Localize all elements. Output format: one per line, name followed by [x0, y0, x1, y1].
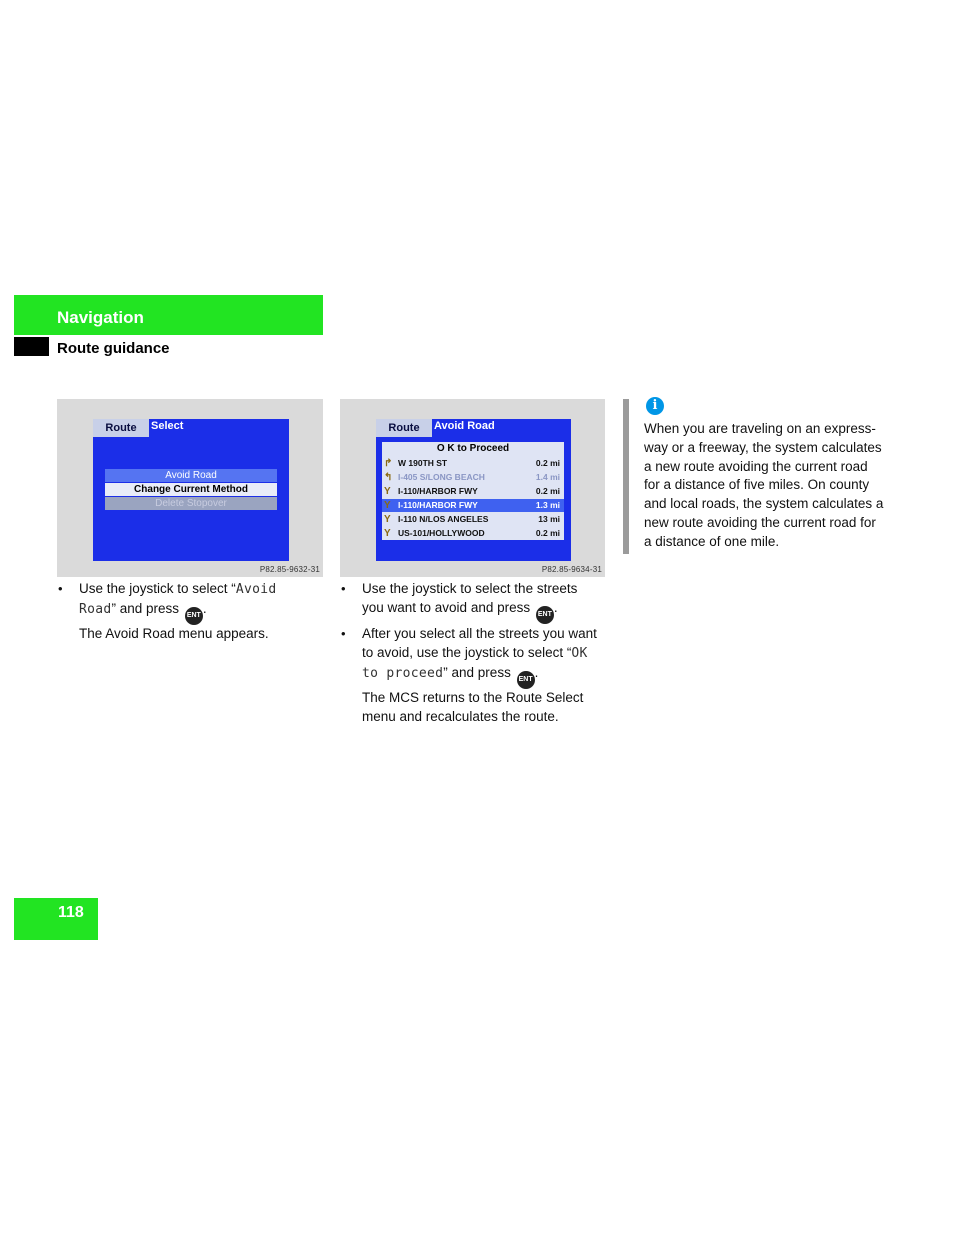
- fork-arrow-icon: Y: [384, 514, 391, 525]
- instruction-result: The Avoid Road menu appears.: [79, 626, 269, 641]
- menu-item-change-method: Change Current Method: [105, 483, 277, 496]
- tab-select: Select: [151, 420, 184, 432]
- info-side-bar: [623, 399, 629, 554]
- tab-route: Route: [93, 419, 149, 437]
- instruction-result: The MCS returns to the Route Select menu…: [362, 690, 584, 724]
- figure-code: P82.85-9634-31: [541, 565, 602, 574]
- ent-button-icon: ENT: [184, 607, 203, 625]
- screen-figure-route-select: Route Select Avoid Road Change Current M…: [57, 399, 323, 577]
- bullet: •: [341, 581, 346, 596]
- list-item: ↰ I-405 S/LONG BEACH 1.4 mi: [384, 472, 560, 483]
- ent-button-icon: ENT: [516, 671, 535, 689]
- instruction-step: After you select all the streets you wan…: [362, 624, 612, 689]
- page-number-box: 118: [14, 898, 98, 940]
- list-item: Y US-101/HOLLYWOOD 0.2 mi: [384, 528, 560, 539]
- bullet: •: [58, 581, 63, 596]
- list-item: Y I-110/HARBOR FWY 0.2 mi: [384, 486, 560, 497]
- route-select-menu: Avoid Road Change Current Method Delete …: [105, 469, 277, 511]
- tab-route: Route: [376, 419, 432, 437]
- menu-item-delete-stopover: Delete Stopover: [105, 497, 277, 510]
- list-item: ↱ W 190TH ST 0.2 mi: [384, 458, 560, 469]
- tab-row: Route Select: [93, 419, 289, 437]
- display-screen: Route Select Avoid Road Change Current M…: [93, 419, 289, 561]
- list-item: Y I-110 N/LOS ANGELES 13 mi: [384, 514, 560, 525]
- display-screen: Route Avoid Road O K to Proceed ↱ W 190T…: [376, 419, 571, 561]
- fork-arrow-icon: Y: [384, 500, 391, 511]
- menu-item-avoid-road: Avoid Road: [105, 469, 277, 482]
- info-note: When you are traveling on an express- wa…: [644, 421, 884, 549]
- list-item-highlighted: Y I-110/HARBOR FWY 1.3 mi: [382, 499, 564, 512]
- avoid-road-list: O K to Proceed ↱ W 190TH ST 0.2 mi ↰ I-4…: [382, 442, 564, 540]
- instruction-step: Use the joystick to select “Avoid Road” …: [79, 579, 314, 625]
- subsection-title: Route guidance: [57, 340, 170, 357]
- turn-arrow-icon: ↱: [384, 458, 393, 469]
- page-number: 118: [58, 904, 84, 921]
- screen-figure-avoid-road: Route Avoid Road O K to Proceed ↱ W 190T…: [340, 399, 605, 577]
- subsection-marker: [14, 337, 49, 356]
- fork-arrow-icon: Y: [384, 486, 391, 497]
- section-header-bar: Navigation: [14, 295, 323, 335]
- tab-avoid-road: Avoid Road: [434, 420, 495, 432]
- ent-button-icon: ENT: [535, 606, 554, 624]
- figure-code: P82.85-9632-31: [259, 565, 320, 574]
- instruction-step: Use the joystick to select the streets y…: [362, 579, 612, 624]
- fork-arrow-icon: Y: [384, 528, 391, 539]
- bullet: •: [341, 626, 346, 641]
- tab-row: Route Avoid Road: [376, 419, 571, 437]
- turn-arrow-icon: ↰: [384, 472, 393, 483]
- ok-to-proceed-item: O K to Proceed: [436, 443, 510, 454]
- info-icon: i: [646, 397, 664, 415]
- section-title: Navigation: [57, 308, 144, 327]
